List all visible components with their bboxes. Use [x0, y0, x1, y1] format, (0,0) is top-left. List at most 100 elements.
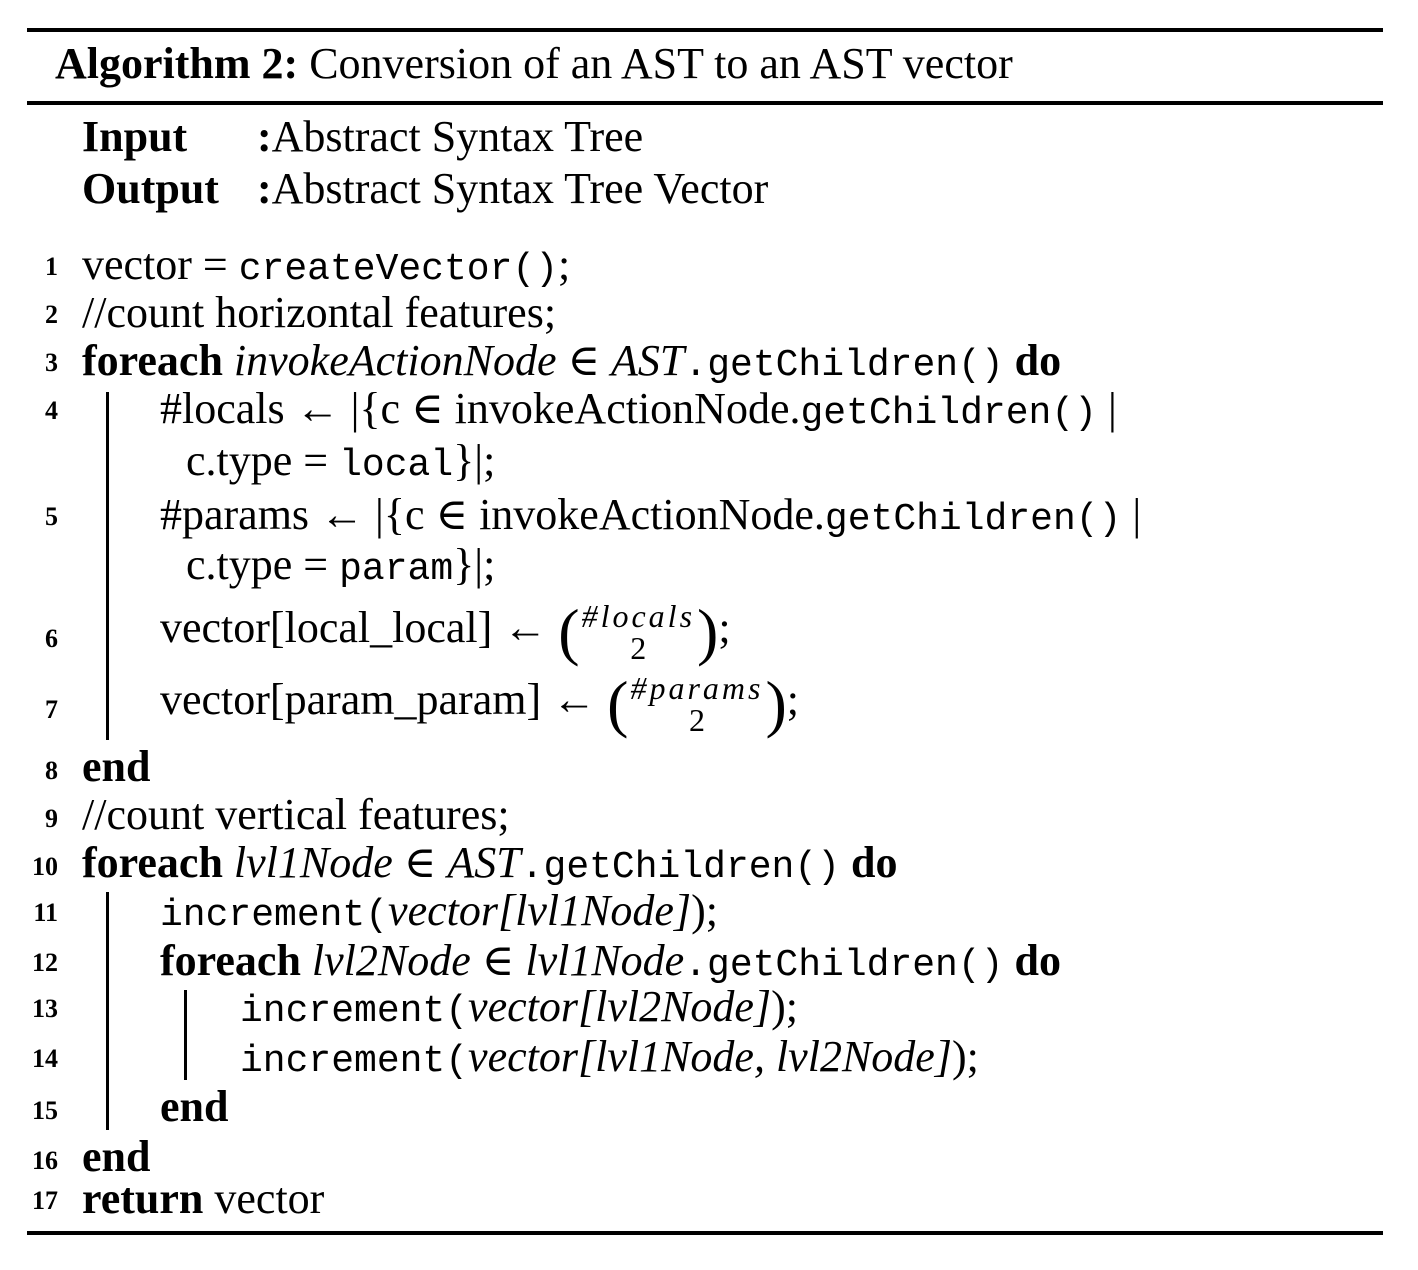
binomial-bottom: 2: [688, 702, 705, 738]
output-value: Abstract Syntax Tree Vector: [271, 164, 769, 213]
line-number: 6: [45, 624, 58, 653]
argument: vector[lvl1Node, lvl2Node]: [468, 1032, 952, 1081]
code-line-4-cont: c.type = local}|;: [186, 436, 495, 491]
algorithm-caption: Algorithm 2: Conversion of an AST to an …: [55, 36, 1013, 92]
code-call: increment(: [160, 894, 389, 937]
input-label: Input: [82, 112, 188, 161]
keyword: end: [82, 742, 151, 791]
text: c.type =: [186, 540, 340, 589]
binomial-top: #params: [630, 670, 764, 706]
text: vector: [203, 1174, 325, 1223]
code-value: param: [339, 548, 454, 591]
binomial-top: #locals: [581, 598, 696, 634]
code-value: local: [339, 444, 454, 487]
code-line-5: #params ← |{c ∈ invokeActionNode.getChil…: [160, 490, 1141, 545]
text: );: [771, 982, 798, 1031]
code-call: increment(: [240, 990, 469, 1033]
text: }|;: [453, 540, 496, 589]
operator: ∈: [470, 936, 526, 985]
top-rule: [27, 28, 1383, 32]
text: ;: [558, 240, 571, 289]
line-number: 2: [45, 300, 58, 329]
line-number: 1: [45, 252, 58, 281]
code-line-16: end: [82, 1132, 150, 1182]
text: }|;: [453, 436, 496, 485]
code-call: increment(: [240, 1040, 469, 1083]
code-call: createVector(): [238, 248, 559, 291]
input-line: Input:Abstract Syntax Tree: [82, 112, 643, 162]
line-number: 5: [45, 502, 58, 531]
line-number: 10: [32, 852, 58, 881]
text: vector[local_local] ←: [160, 603, 559, 653]
argument: vector[lvl2Node]: [468, 982, 772, 1031]
text: c.type =: [186, 436, 340, 485]
keyword: do: [1014, 336, 1062, 385]
code-line-8: end: [82, 742, 150, 792]
code-line-1: vector = createVector();: [82, 240, 570, 295]
text: vector[param_param] ←: [160, 675, 608, 725]
text: vector =: [82, 240, 239, 289]
text: ;: [718, 603, 731, 653]
line-number: 4: [45, 396, 58, 425]
line-number: 9: [45, 804, 58, 833]
keyword: foreach: [160, 936, 301, 985]
text: |: [1121, 490, 1142, 539]
output-label: Output: [82, 164, 219, 213]
code-line-3: foreach invokeActionNode ∈ AST.getChildr…: [82, 336, 1061, 391]
text: );: [951, 1032, 979, 1081]
variable: invokeActionNode: [233, 336, 557, 385]
line-number: 8: [45, 756, 58, 785]
code-line-9: //count vertical features;: [82, 790, 510, 840]
code-call: .getChildren(): [520, 846, 840, 889]
code-call: .getChildren(): [684, 344, 1004, 387]
line-number: 13: [32, 994, 58, 1023]
block-bar-foreach-3: [184, 990, 187, 1080]
code-line-4: #locals ← |{c ∈ invokeActionNode.getChil…: [160, 384, 1117, 439]
operator: ∈: [556, 336, 612, 385]
keyword: end: [82, 1132, 151, 1181]
code-line-5-cont: c.type = param}|;: [186, 540, 495, 595]
comment: //count vertical features;: [82, 790, 510, 839]
input-value: Abstract Syntax Tree: [271, 112, 644, 161]
code-line-2: //count horizontal features;: [82, 288, 556, 338]
line-number: 12: [32, 948, 58, 977]
output-line: Output:Abstract Syntax Tree Vector: [82, 164, 768, 214]
variable: AST: [611, 336, 685, 385]
code-line-11: increment(vector[lvl1Node]);: [160, 886, 718, 941]
code-line-15: end: [160, 1082, 228, 1132]
code-line-13: increment(vector[lvl2Node]);: [240, 982, 798, 1037]
line-number: 11: [33, 898, 58, 927]
line-number: 17: [32, 1186, 58, 1215]
caption-rule: [27, 101, 1383, 105]
text: #locals ← |{c ∈ invokeActionNode.: [160, 384, 801, 433]
keyword: do: [850, 838, 898, 887]
line-number: 15: [32, 1096, 58, 1125]
line-number: 16: [32, 1146, 58, 1175]
code-line-14: increment(vector[lvl1Node, lvl2Node]);: [240, 1032, 979, 1087]
line-number: 3: [45, 348, 58, 377]
algorithm-title: Conversion of an AST to an AST vector: [309, 39, 1013, 88]
line-number: 7: [45, 695, 58, 724]
code-call: getChildren(): [824, 498, 1122, 541]
operator: ∈: [392, 838, 448, 887]
algorithm-label: Algorithm 2:: [55, 39, 299, 88]
keyword: end: [160, 1082, 229, 1131]
block-bar-foreach-1: [106, 392, 109, 740]
code-line-12: foreach lvl2Node ∈ lvl1Node.getChildren(…: [160, 936, 1061, 991]
argument: vector[lvl1Node]: [388, 886, 692, 935]
keyword: foreach: [82, 838, 223, 887]
text: #params ← |{c ∈ invokeActionNode.: [160, 490, 825, 539]
keyword: return: [82, 1174, 204, 1223]
code-call: .getChildren(): [684, 944, 1004, 987]
code-call: getChildren(): [800, 392, 1097, 435]
code-line-17: return vector: [82, 1174, 324, 1224]
keyword: do: [1014, 936, 1061, 985]
variable: lvl2Node: [311, 936, 471, 985]
keyword: foreach: [82, 336, 223, 385]
text: );: [691, 886, 718, 935]
binomial-bottom: 2: [630, 630, 647, 666]
text: |: [1096, 384, 1117, 433]
